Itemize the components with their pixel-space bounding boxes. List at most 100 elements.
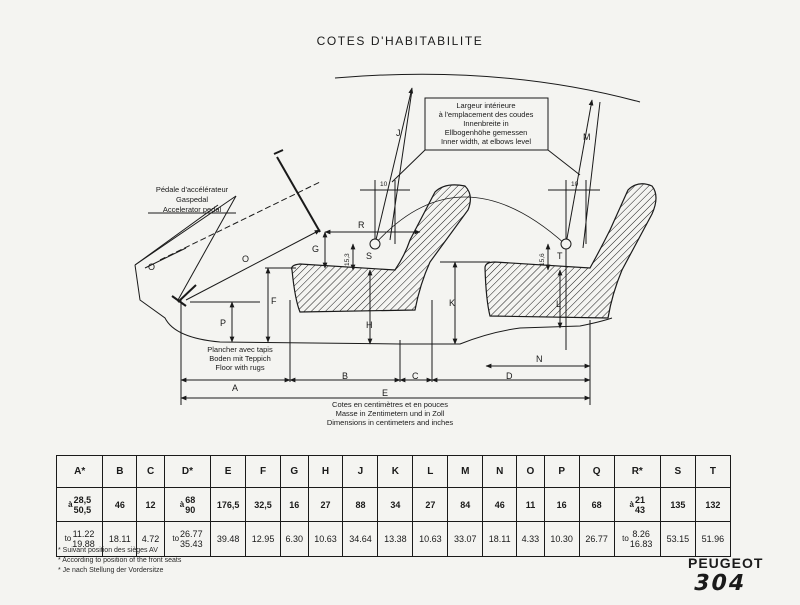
pedal-label-line-2: Gaspedal <box>176 195 208 204</box>
cell-inch-o: 4.33 <box>516 521 545 557</box>
rear-elbow-marker <box>560 238 572 250</box>
units-label-line-3: Dimensions in centimeters and inches <box>327 418 454 427</box>
label-s: S <box>366 251 372 261</box>
width-label-line-2: à l'emplacement des coudes <box>439 110 534 119</box>
brand-name: PEUGEOT <box>688 555 764 571</box>
header-d: D* <box>163 455 212 488</box>
cell-cm-m: 84 <box>447 487 484 522</box>
width-label-line-1: Largeur intérieure <box>456 101 515 110</box>
front-height-label: 15,3 <box>344 253 351 266</box>
header-a: A* <box>55 455 104 488</box>
header-o: O <box>516 455 545 488</box>
label-b: B <box>342 371 348 381</box>
page-title: COTES D'HABITABILITE <box>316 34 484 48</box>
header-c: C <box>136 455 165 488</box>
cell-cm-q: 68 <box>578 487 615 522</box>
label-o-right: O <box>242 254 249 264</box>
cell-inch-c: 4.72 <box>136 521 165 557</box>
front-seat <box>291 184 471 313</box>
floor-label-line-2: Boden mit Teppich <box>209 354 271 363</box>
header-m: M <box>447 455 484 488</box>
header-e: E <box>210 455 247 488</box>
cell-cm-p: 16 <box>543 487 580 522</box>
cell-cm-o: 11 <box>516 487 545 522</box>
model-name: 304 <box>691 571 749 596</box>
cell-inch-l: 10.63 <box>412 521 449 557</box>
header-n: N <box>482 455 518 488</box>
footnotes: * Suivant position des sièges AV * Accor… <box>58 546 181 576</box>
cell-cm-j: 88 <box>342 487 379 522</box>
accelerator-pedal <box>177 284 197 303</box>
cell-cm-b: 46 <box>102 487 138 522</box>
label-o-left: O <box>148 262 155 272</box>
floor-label-line-1: Plancher avec tapis <box>207 345 273 354</box>
label-g: G <box>312 244 319 254</box>
label-j: J <box>396 128 401 138</box>
front-elbow-marker <box>369 238 381 250</box>
header-r: R* <box>613 455 661 488</box>
cell-inch-q: 26.77 <box>578 521 615 557</box>
table-header-row: A* B C D* E F G H J K L M N O P Q R* S T <box>55 455 732 488</box>
label-n: N <box>536 354 543 364</box>
rear-seat <box>484 183 657 319</box>
cell-inch-k: 13.38 <box>377 521 414 557</box>
label-e: E <box>382 388 388 398</box>
width-label-line-4: Ellbogenhöhe gemessen <box>445 128 528 137</box>
header-h: H <box>307 455 344 488</box>
roof-line <box>334 73 641 103</box>
cell-cm-k: 34 <box>377 487 414 522</box>
dimensions-table: A* B C D* E F G H J K L M N O P Q R* S T… <box>55 455 732 557</box>
floor-label-line-3: Floor with rugs <box>215 363 264 372</box>
label-c: C <box>412 371 419 381</box>
interior-dimensions-diagram: Largeur intérieure à l'emplacement des c… <box>134 73 657 427</box>
cell-inch-e: 39.48 <box>210 521 247 557</box>
label-a: A <box>232 383 238 393</box>
cell-inch-m: 33.07 <box>447 521 484 557</box>
cell-cm-h: 27 <box>307 487 344 522</box>
header-j: J <box>342 455 379 488</box>
header-f: F <box>245 455 282 488</box>
width-label-box <box>424 97 549 151</box>
units-label-line-1: Cotes en centimètres et en pouces <box>332 400 448 409</box>
cell-inch-n: 18.11 <box>482 521 518 557</box>
cell-cm-f: 32,5 <box>245 487 282 522</box>
label-m: M <box>583 132 591 142</box>
cell-cm-g: 16 <box>280 487 309 522</box>
label-t: T <box>557 251 563 261</box>
header-g: G <box>280 455 309 488</box>
units-label-line-2: Masse in Zentimetern und in Zoll <box>336 409 445 418</box>
cell-inch-s: 53.15 <box>659 521 696 557</box>
cell-cm-s: 135 <box>659 487 696 522</box>
footnote-en: * According to position of the front sea… <box>58 557 182 564</box>
cell-cm-t: 132 <box>694 487 732 522</box>
header-k: K <box>377 455 414 488</box>
front-offset-label: 10 <box>380 181 388 188</box>
rear-offset-label: 10 <box>571 181 579 188</box>
label-r: R <box>358 220 365 230</box>
cell-inch-h: 10.63 <box>307 521 344 557</box>
cell-cm-c: 12 <box>136 487 165 522</box>
label-f: F <box>271 296 277 306</box>
width-label-line-3: Innenbreite in <box>463 119 508 128</box>
header-s: S <box>659 455 696 488</box>
floor-contour <box>134 264 613 345</box>
header-p: P <box>543 455 580 488</box>
label-p: P <box>220 318 226 328</box>
cell-inch-g: 6.30 <box>280 521 309 557</box>
label-d: D <box>506 371 513 381</box>
footnote-fr: * Suivant position des sièges AV <box>58 547 158 554</box>
pedal-label-line-1: Pédale d'accélérateur <box>156 185 229 194</box>
label-k: K <box>449 298 455 308</box>
cell-cm-l: 27 <box>412 487 449 522</box>
cell-inch-j: 34.64 <box>342 521 379 557</box>
width-label-line-5: Inner width, at elbows level <box>441 137 531 146</box>
label-l: L <box>556 299 561 309</box>
